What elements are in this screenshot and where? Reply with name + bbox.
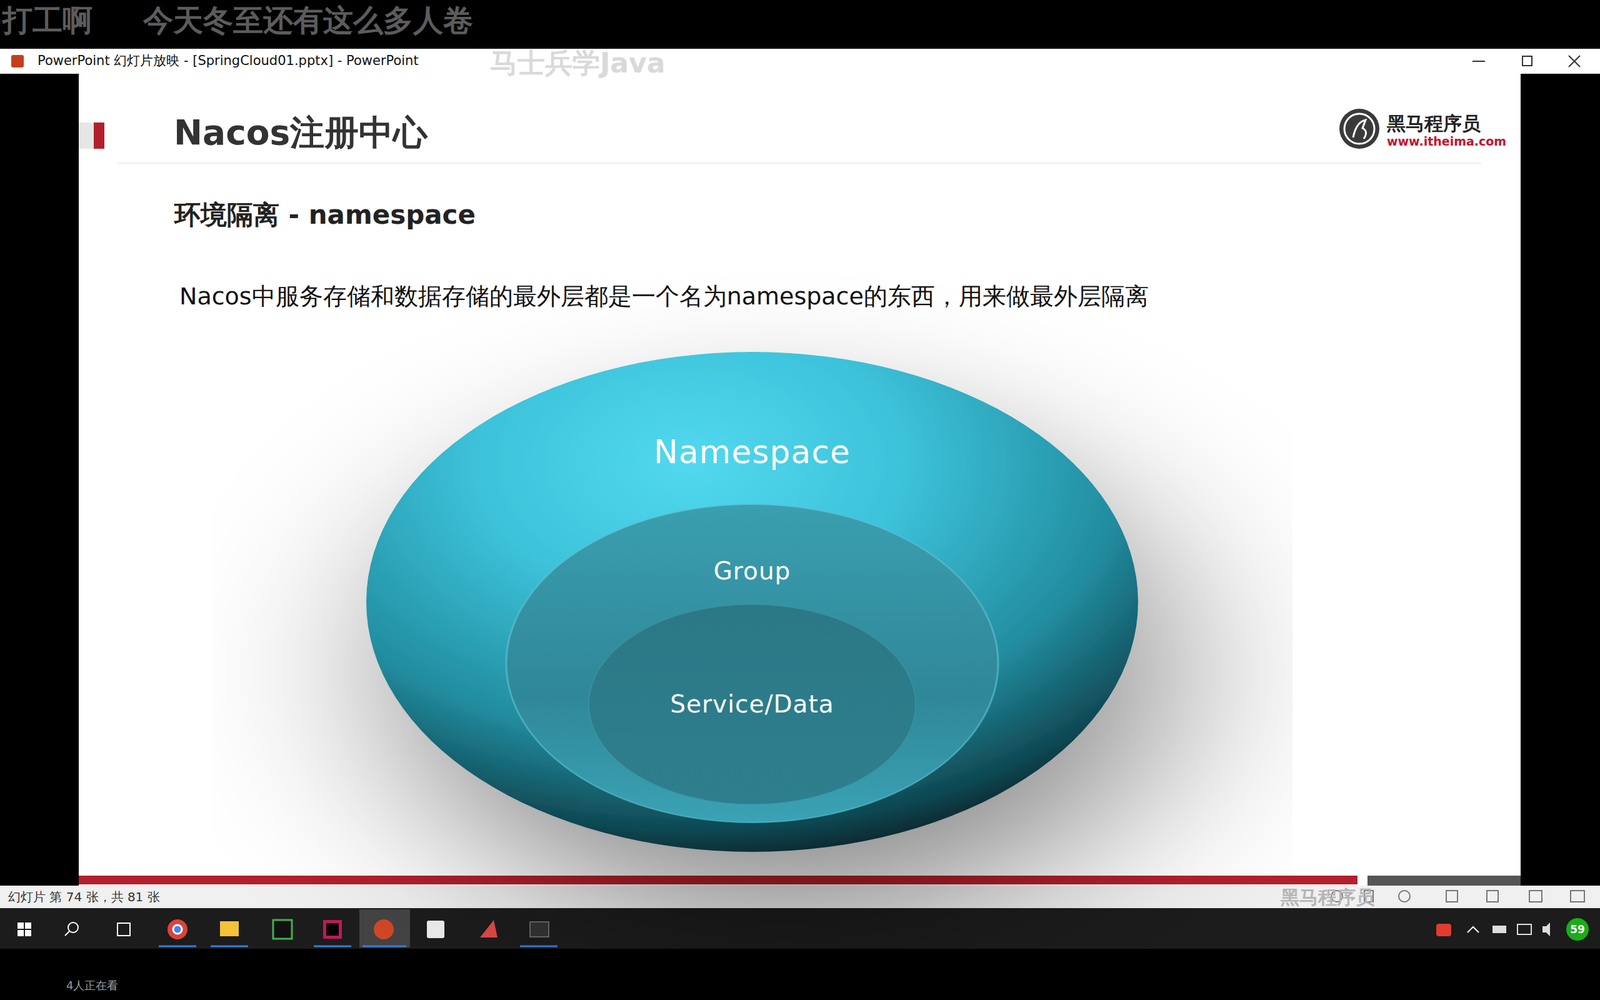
window-title-bar (0, 48, 1600, 74)
close-button (1568, 55, 1580, 67)
slide-counter: 幻灯片 第 74 张，共 81 张 (8, 889, 160, 905)
service-ellipse: Service/Data (588, 604, 916, 805)
intellij-icon (323, 920, 342, 939)
terminal-icon (530, 921, 549, 937)
logo-horse-mark (1353, 120, 1367, 139)
taskbar (0, 908, 1600, 949)
watermark: 黑马程序员 (1280, 886, 1375, 909)
running-app-underline (158, 945, 558, 948)
ellipse-fill (506, 504, 999, 823)
slide (78, 73, 1521, 886)
typora-icon (426, 920, 445, 939)
status-bar (0, 885, 1600, 909)
logo-horse (1344, 113, 1375, 144)
section-heading: 环境隔离 - namespace (174, 199, 476, 231)
title-underline (117, 162, 1482, 164)
danmaku-comment: 今天冬至还有这么多人卷 (143, 2, 474, 39)
slide-sentence: Nacos中服务存储和数据存储的最外层都是一个名为namespace的东西，用来… (179, 282, 1149, 312)
tray-icon (1467, 926, 1479, 933)
logo-url: www.itheima.com (1386, 134, 1507, 149)
powerpoint-icon (11, 55, 24, 68)
tray-icon (1517, 924, 1532, 935)
logo-text: 黑马程序员 (1386, 112, 1481, 135)
node-label: Namespace (653, 432, 851, 472)
viewer-count: 4人正在看 (66, 978, 119, 993)
watermark: 马士兵学Java (490, 46, 665, 80)
title-accent-bar (93, 122, 105, 149)
powerpoint-task-icon (373, 919, 394, 940)
namespace-ellipse: NamespaceGroupService/Data (366, 351, 1139, 852)
ellipse-fill (366, 351, 1139, 852)
logo-circle (1339, 108, 1380, 149)
slide-footer-dark (1367, 875, 1521, 886)
danmaku-comment: 打工啊 (2, 2, 93, 39)
chrome-icon (173, 925, 182, 934)
chrome-icon (167, 919, 188, 940)
title-accent-stub (78, 122, 94, 149)
status-icon (1570, 890, 1585, 902)
search-icon (68, 922, 79, 933)
status-icon (1486, 890, 1499, 902)
tray-icon (1542, 922, 1550, 937)
search-icon (65, 931, 70, 936)
window-title: PowerPoint 幻灯片放映 - [SpringCloud01.pptx] … (37, 53, 419, 69)
slide-footer-bar (78, 875, 1358, 885)
explorer-icon (220, 921, 239, 937)
ime-icon (1436, 923, 1452, 937)
status-icon (1529, 890, 1542, 902)
restore-button (1522, 56, 1532, 66)
node-label: Service/Data (670, 690, 834, 720)
node-label: Group (713, 556, 792, 587)
danmaku-bar (0, 0, 1600, 49)
app-icon (480, 920, 498, 938)
tray-icon (1492, 925, 1507, 934)
badge-number: 59 (1570, 923, 1585, 936)
app-icon (273, 920, 292, 939)
group-ellipse: GroupService/Data (506, 504, 999, 823)
windows-start-icon (17, 922, 32, 937)
status-icon (1446, 890, 1458, 902)
intellij-icon (326, 923, 339, 936)
slide-title: Nacos注册中心 (173, 111, 428, 154)
active-app-highlight (359, 909, 410, 948)
task-view-icon (117, 923, 130, 936)
notification-badge (1566, 918, 1589, 941)
minimize-button (1472, 60, 1485, 62)
status-icon (1398, 890, 1410, 902)
ellipse-fill (588, 604, 916, 805)
